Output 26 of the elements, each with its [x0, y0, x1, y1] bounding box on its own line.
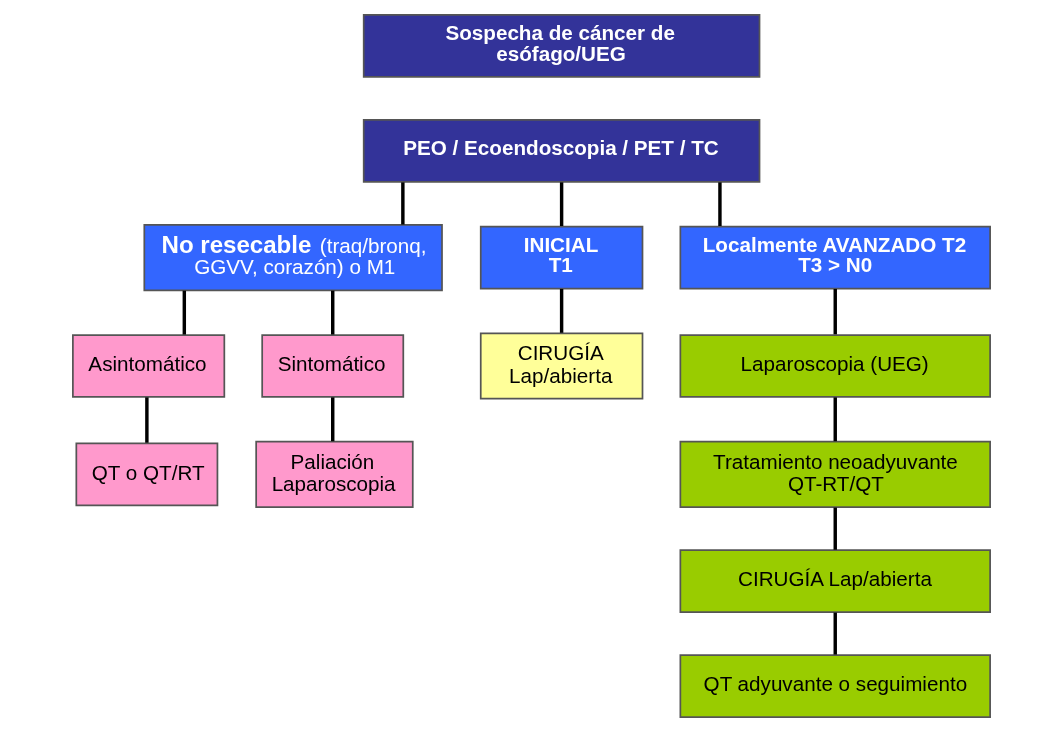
- node-box: Localmente AVANZADO T2 T3 > N0: [679, 225, 991, 290]
- connector: [144, 397, 149, 443]
- connector: [330, 290, 334, 335]
- node-box: QT o QT/RT: [74, 442, 218, 507]
- connector: [717, 182, 722, 226]
- node-box: Sintomático: [260, 334, 404, 398]
- node-box: No resecable (traq/bronq, GGVV, corazón) o M1: [142, 224, 443, 292]
- node-box: Tratamiento neoadyuvante QT-RT/QT: [679, 440, 991, 508]
- connector: [833, 288, 837, 335]
- connector: [833, 507, 837, 550]
- node-box: Asintomático: [71, 334, 225, 398]
- connector: [559, 288, 563, 333]
- node-box: Paliación Laparoscopia: [254, 440, 414, 508]
- connector: [400, 182, 405, 225]
- node-box: Sospecha de cáncer de esófago/UEG: [362, 14, 760, 78]
- node-box: INICIAL T1: [479, 225, 643, 290]
- connector: [833, 612, 837, 655]
- node-box: Laparoscopia (UEG): [679, 334, 991, 398]
- connector: [182, 290, 186, 335]
- connector: [833, 397, 837, 442]
- node-box: QT adyuvante o seguimiento: [679, 654, 991, 718]
- node-box: CIRUGÍA Lap/abierta: [479, 332, 643, 400]
- node-box: CIRUGÍA Lap/abierta: [679, 549, 991, 613]
- connector: [559, 182, 563, 226]
- connector: [330, 397, 334, 442]
- node-box: PEO / Ecoendoscopia / PET / TC: [362, 119, 760, 183]
